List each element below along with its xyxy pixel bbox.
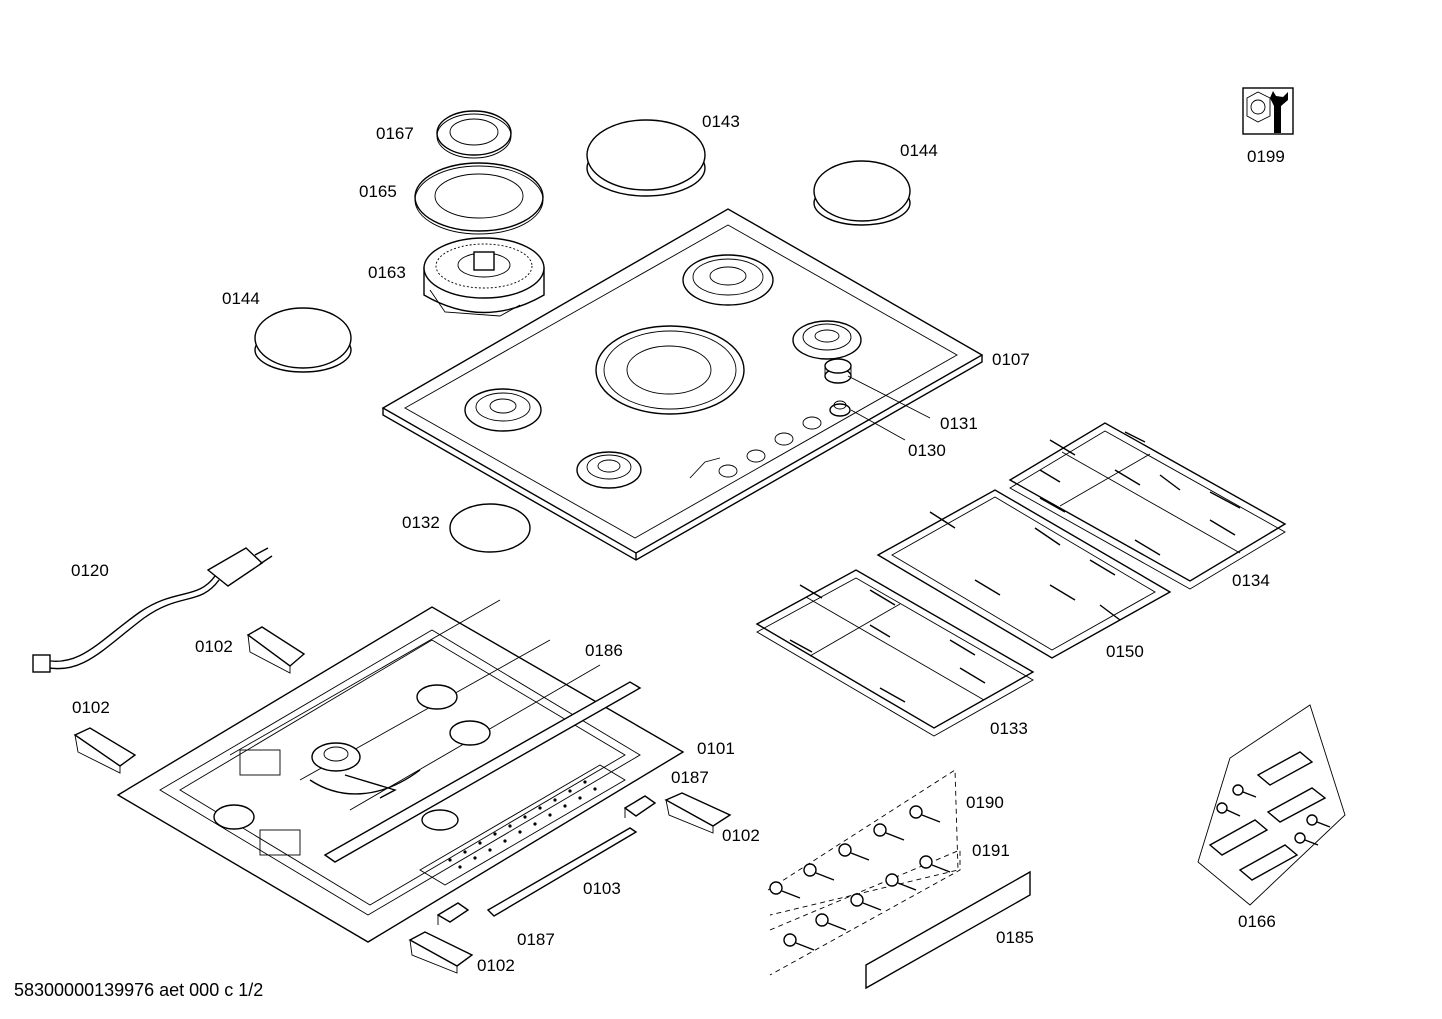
callout-0190: 0190 (966, 793, 1004, 812)
screw-icon (919, 855, 951, 873)
callout-0143: 0143 (702, 112, 740, 131)
base-tray-part (116, 599, 685, 943)
clip-kit-part (1197, 704, 1346, 906)
screw-icon (1232, 784, 1257, 798)
callout-0144: 0144 (900, 141, 938, 160)
bracket-part (436, 902, 470, 925)
screw-set-part (767, 769, 961, 976)
cover-strip-part (865, 870, 1031, 990)
callout-0131: 0131 (940, 414, 978, 433)
document-id: 58300000139976 aet 000 c 1/2 (14, 980, 264, 1000)
sealing-strip-part (486, 827, 638, 917)
callout-0107: 0107 (992, 350, 1030, 369)
callout-0134: 0134 (1232, 571, 1270, 590)
burner-cap-small-part (449, 503, 531, 553)
callout-0163: 0163 (368, 263, 406, 282)
callout-labels: 0199 0167 0143 0144 0165 0163 0144 0107 … (71, 112, 1285, 975)
screw-icon (885, 873, 917, 891)
callout-0132: 0132 (402, 513, 440, 532)
screw-icon (1306, 814, 1331, 828)
wrench-nut-service-icon (1242, 87, 1294, 135)
screw-icon (873, 823, 905, 841)
pan-support-left-part (755, 569, 1035, 737)
callout-0120: 0120 (71, 561, 109, 580)
callout-0185: 0185 (996, 928, 1034, 947)
clip-icon (1208, 819, 1269, 856)
callout-0102: 0102 (722, 826, 760, 845)
screw-icon (1294, 832, 1319, 846)
screw-icon (1216, 802, 1241, 817)
callout-0191: 0191 (972, 841, 1010, 860)
callout-0144: 0144 (222, 289, 260, 308)
burner-cap-medium-part (254, 307, 352, 373)
callout-0130: 0130 (908, 441, 946, 460)
callout-0165: 0165 (359, 182, 397, 201)
mounting-clip-part (246, 626, 306, 674)
mounting-clip-part (664, 792, 732, 834)
screw-icon (803, 863, 835, 881)
callout-0101: 0101 (697, 739, 735, 758)
burner-ring-small-part (436, 110, 512, 159)
clip-icon (1238, 844, 1299, 881)
callout-0102: 0102 (195, 637, 233, 656)
callout-0187: 0187 (517, 930, 555, 949)
callout-0166: 0166 (1238, 912, 1276, 931)
burner-crown-ring-part (414, 162, 544, 235)
screw-icon (838, 843, 870, 861)
power-cord-part (32, 547, 273, 673)
burner-cap-large-part (586, 119, 706, 197)
perforation-pattern (448, 780, 597, 869)
pan-support-right-part (1008, 422, 1287, 590)
callout-0167: 0167 (376, 124, 414, 143)
callout-0187: 0187 (671, 768, 709, 787)
callout-0186: 0186 (585, 641, 623, 660)
screw-icon (850, 893, 882, 911)
burner-body-part (423, 237, 545, 317)
clip-icon (1266, 787, 1327, 823)
bracket-part (623, 795, 657, 818)
screw-icon (769, 881, 801, 899)
callout-0102: 0102 (477, 956, 515, 975)
callout-0102: 0102 (72, 698, 110, 717)
leader-lines (847, 375, 931, 441)
hob-top-plate-part (381, 208, 984, 561)
callout-0133: 0133 (990, 719, 1028, 738)
screw-icon (815, 913, 847, 931)
burner-cap-medium-part (813, 160, 911, 226)
callout-0199: 0199 (1247, 147, 1285, 166)
screw-icon (909, 805, 941, 823)
pan-support-middle-part (876, 469, 1172, 659)
callout-0103: 0103 (583, 879, 621, 898)
callout-0150: 0150 (1106, 642, 1144, 661)
mounting-clip-part (408, 931, 474, 974)
clip-icon (1256, 751, 1314, 786)
screw-icon (783, 933, 815, 951)
mounting-clip-part (73, 727, 137, 774)
